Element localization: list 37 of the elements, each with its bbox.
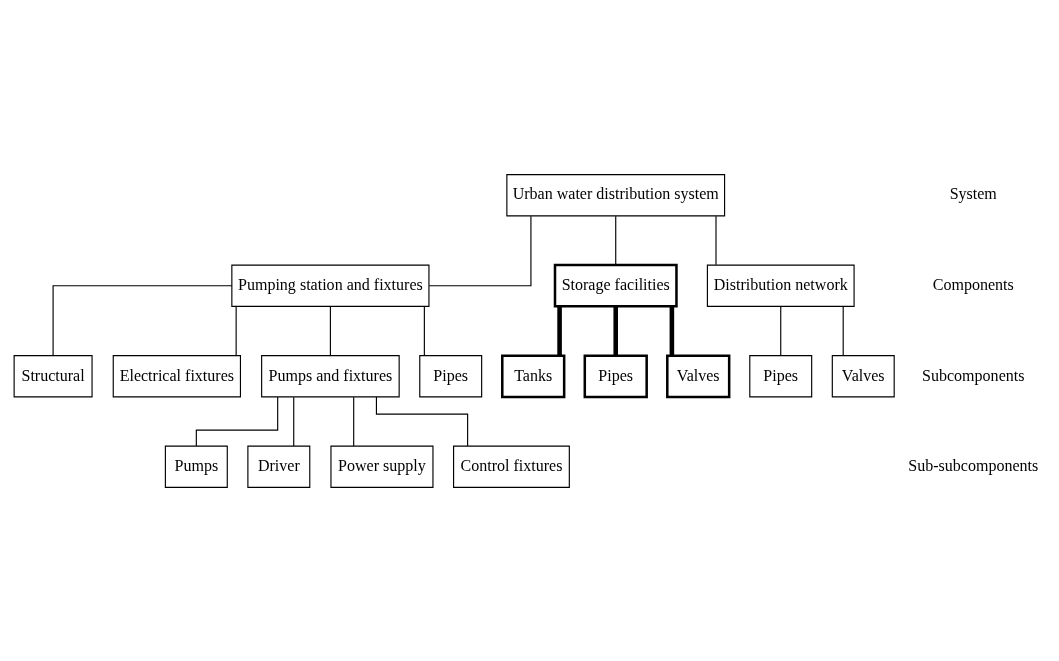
connector [613, 306, 618, 355]
node-box: Pipes [419, 354, 483, 397]
label: System [949, 184, 997, 202]
node-box: Pipes [583, 353, 648, 398]
connector [52, 284, 233, 356]
connector [375, 395, 469, 447]
connector [293, 396, 295, 446]
node-box: Distribution network [706, 264, 855, 307]
node-box: Storage facilities [553, 263, 678, 308]
label: Components [932, 275, 1014, 293]
node-box: Pumps [164, 445, 228, 488]
connector [235, 305, 237, 356]
connector [780, 305, 782, 356]
node-box: Control fixtures [453, 445, 570, 488]
connector [615, 215, 617, 265]
connector [423, 305, 425, 356]
connector [353, 396, 355, 446]
node-box: Power supply [330, 445, 434, 488]
node-box: Valves [666, 353, 731, 398]
connector [669, 306, 675, 355]
label: Sub-subcomponents [908, 456, 1039, 474]
node-box: Pumping station and fixtures [231, 264, 430, 307]
node-box: Driver [247, 445, 311, 488]
node-box: Pumps and fixtures [261, 354, 400, 397]
node-box: Urban water distribution system [506, 173, 726, 216]
connector [195, 395, 279, 446]
node-box: Tanks [501, 353, 566, 398]
node-box: Valves [831, 354, 895, 397]
node-box: Electrical fixtures [112, 354, 241, 397]
connector [842, 305, 844, 356]
connector [715, 215, 717, 265]
node-box: Pipes [749, 354, 813, 397]
connector [557, 306, 562, 355]
connector [428, 215, 532, 286]
label: Subcomponents [922, 366, 1025, 383]
node-box: Structural [13, 354, 93, 397]
connector [329, 305, 331, 356]
